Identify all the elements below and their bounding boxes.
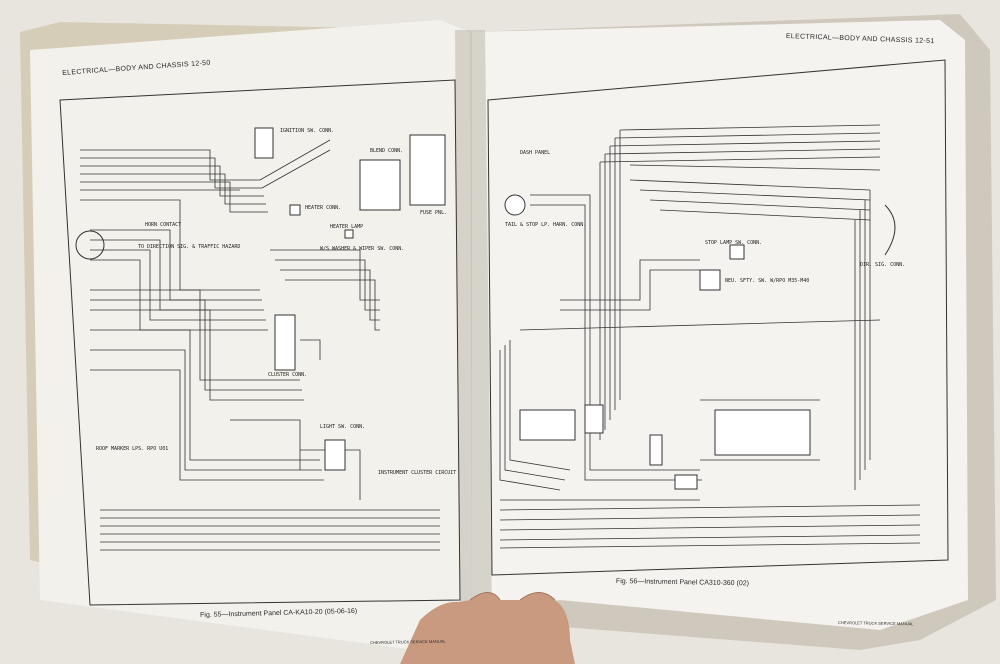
dir-sig-label: DIR. SIG. CONN. [860,262,906,268]
ignition-label: IGNITION SW. CONN. [280,128,335,134]
washer-label: W/S WASHER & WIPER SW. CONN. [320,246,405,252]
left-wiring-harness [80,139,440,551]
direction-label: TO DIRECTION SIG. & TRAFFIC HAZARD [138,244,241,250]
right-components [504,194,896,490]
left-page [30,20,472,650]
tail-stop-label: TAIL & STOP LP. HARN. CONN. [505,222,587,228]
dash-panel-label: DASH PANEL [520,150,551,156]
left-diagram-frame [59,79,461,606]
neutral-switch-label: NEU. SFTY. SW. W/RPO M35-M40 [725,278,810,284]
roof-marker-label: ROOF MARKER LPS. RPO U01 [96,446,169,452]
right-page [472,20,968,630]
stop-lamp-label: STOP LAMP SW. CONN. [705,240,763,246]
hand [400,592,575,664]
heater-lamp-label: HEATER LAMP [330,224,364,230]
right-diagram-frame [487,59,949,576]
right-wiring-harness [499,124,921,549]
left-components [75,127,446,471]
light-sw-label: LIGHT SW. CONN. [320,424,366,430]
blend-label: BLEND CONN. [370,148,404,154]
heater-label: HEATER CONN. [305,205,342,211]
horn-label: HORN CONTACT [145,222,182,228]
cluster-conn-label: CLUSTER CONN. [268,372,308,378]
spine-shadow [455,30,492,630]
fuse-label: FUSE PNL. [420,210,448,216]
instrument-cluster-label: INSTRUMENT CLUSTER CIRCUIT [378,470,457,476]
